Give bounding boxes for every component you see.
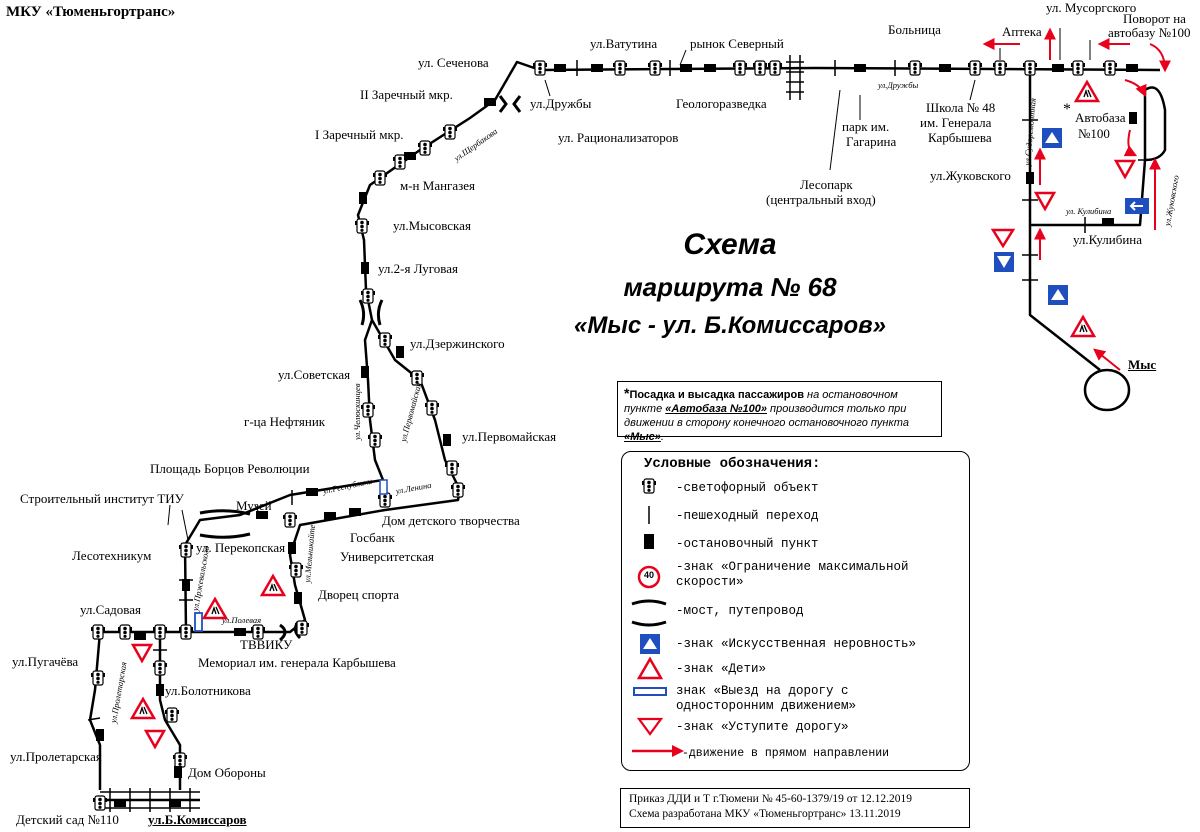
stop-label: ул. Рационализаторов [558,130,679,145]
stop-label: Дом детского творчества [382,513,520,528]
note-part: «Автобаза №100» [665,403,767,415]
legend-item: -знак «Искусственная неровность» [676,637,917,651]
stop-label: ул. Сеченова [418,55,489,70]
stop-label: ул.Дружбы [530,96,592,111]
legend-icons [631,478,667,736]
stop-label: Автобаза [1075,110,1126,125]
turnaround-loop-icon [1083,368,1131,412]
stop-label: Геологоразведка [676,96,767,111]
direction-arrow-icon [632,745,684,757]
stop-label: ул.Болотникова [165,683,251,698]
speed-limit-value: 40 [643,570,654,580]
direction-arrows [982,27,1171,371]
stop-label: Школа № 48 [926,100,996,115]
note-part: «Мыс» [624,431,661,443]
legend-item: -движение в прямом направлении [682,747,890,760]
footer: Приказ ДДИ и Т г.Тюмени № 45-60-1379/19 … [620,788,970,828]
stop-label: II Заречный мкр. [360,87,453,102]
stop-label-terminal: Мыс [1128,357,1157,372]
stop-label: рынок Северный [690,36,784,51]
stop-label: ул. Мусоргского [1046,0,1137,15]
legend-item: скорости» [676,575,744,589]
title-line-3: «Мыс - ул. Б.Комиссаров» [574,312,886,339]
stop-label: ул.Кулибина [1073,232,1143,247]
stop-label: Музей [236,498,272,513]
footer-order: Приказ ДДИ и Т г.Тюмени № 45-60-1379/19 … [629,793,913,805]
leader-lines [167,28,1091,541]
title-line-1: Схема [683,228,777,261]
legend-item: односторонним движением» [676,699,857,713]
stop-label: г-ца Нефтяник [244,414,326,429]
railway-crossing [100,55,804,812]
legend-item: -остановочный пункт [676,537,819,551]
stop-label: ул.Пролетарская [10,749,102,764]
stop-label: Детский сад №110 [16,812,119,827]
stop-label: Площадь Борцов Революции [150,461,310,476]
note-part: Посадка и высадка пассажиров [629,389,804,401]
street-label: ул.Дружбы [878,80,919,90]
title-line-2: маршрута № 68 [623,272,837,302]
street-label: ул. Кулибина [1066,206,1112,216]
note-star: * [624,385,630,401]
note-part: . [660,431,664,443]
stop-label: ул.Первомайская [462,429,557,444]
stop-label: Университетская [340,549,434,564]
stop-label: Дом Обороны [188,765,266,780]
stop-label: №100 [1078,126,1110,141]
bridge-icon [199,95,522,642]
boarding-note: *Посадка и высадка пассажиров на останов… [617,381,942,443]
legend-heading: Условные обозначения: [644,456,821,472]
stop-label: (центральный вход) [766,192,876,207]
stop-label: Карбышева [928,130,992,145]
stop-label: ул. Перекопская [196,540,286,555]
stop-label-terminal: ул.Б.Комиссаров [148,812,247,827]
stop-label: ул.Советская [278,367,351,382]
note-part: на остановочном пункте [624,389,898,415]
stop-label: Госбанк [350,530,395,545]
road-signs [130,80,1149,749]
depot-asterisk: * [1063,101,1071,118]
note-part: производится только при движении в сторо… [624,403,909,429]
street-label: ул.Челюскинцев [352,383,362,440]
stop-label: автобазу №100 [1108,25,1191,40]
stop-label: ул.2-я Луговая [378,261,458,276]
stop-label: Поворот на [1123,11,1186,26]
stop-label: им. Генерала [920,115,992,130]
stop-label: м-н Мангазея [400,178,476,193]
legend-item: -знак «Ограничение максимальной [676,560,909,574]
stop-label: Гагарина [846,134,897,149]
stop-label: ул.Дзержинского [410,336,505,351]
stop-label: Лесопарк [800,177,853,192]
street-label: ул.Полевая [222,615,262,625]
stop-label: ТВВИКУ [240,637,293,652]
legend-item: -знак «Дети» [676,662,767,676]
depot-loop [1144,86,1167,162]
stop-label: ул.Пугачёва [12,654,79,669]
footer-author: Схема разработана МКУ «Тюменьгортранс» 1… [629,808,901,820]
stop-label: Строительный институт ТИУ [20,491,184,506]
stop-label: парк им. [842,119,890,134]
stop-label: Лесотехникум [72,548,152,563]
stop-label: ул.Мысовская [393,218,471,233]
legend-item: -мост, путепровод [676,604,804,618]
legend: Условные обозначения: 40 -светофорный об… [621,451,970,771]
stop-label: Больница [888,22,941,37]
stop-label: ул.Жуковского [930,168,1011,183]
legend-item: -знак «Уступите дорогу» [676,720,849,734]
stop-label: I Заречный мкр. [315,127,404,142]
stop-label: Аптека [1002,24,1042,39]
legend-item: знак «Выезд на дорогу с [676,684,849,698]
legend-item: -пешеходный переход [676,509,819,523]
stop-label: Мемориал им. генерала Карбышева [198,655,396,670]
stop-label: ул.Садовая [80,602,141,617]
stop-label: Дворец спорта [318,587,400,602]
legend-item: -светофорный объект [676,481,819,495]
stop-label: ул.Ватутина [590,36,658,51]
organization-name: МКУ «Тюменьгортранс» [6,4,176,20]
